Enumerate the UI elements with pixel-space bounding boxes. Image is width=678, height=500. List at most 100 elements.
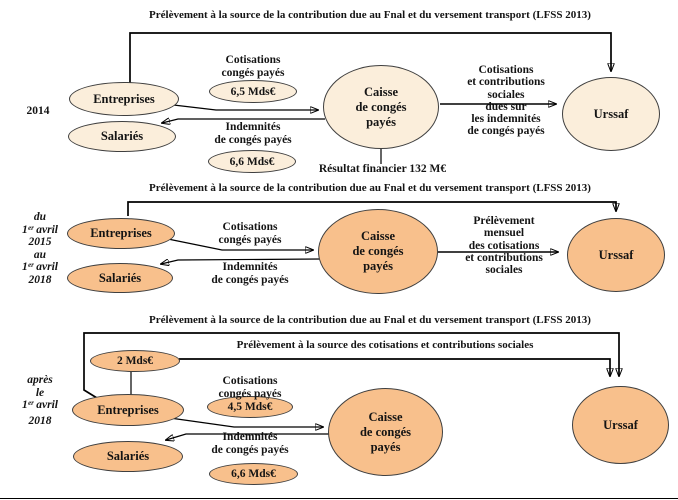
flow-label-indemnites-2018: Indemnités de congés payés	[187, 431, 313, 456]
flow-label-cotisations-2014: Cotisations congés payés	[193, 54, 313, 79]
arrow-entreprises-to-caisse-2018	[169, 417, 323, 427]
node-caisse-2018: Caisse de congés payés	[328, 388, 443, 476]
flow-label-line: congés payés	[218, 387, 282, 400]
flow-label-cotisations-2015: Cotisations congés payés	[190, 221, 310, 246]
section-title-2015: Prélèvement à la source de la contributi…	[149, 182, 591, 194]
flow-label-line: Cotisations	[222, 375, 278, 387]
arrow-entreprises-to-caisse-2014	[164, 103, 318, 110]
flow-label-line: des cotisations	[468, 239, 540, 252]
section-title-2014: Prélèvement à la source de la contributi…	[149, 9, 591, 21]
amount-label: 6,6 Mds€	[231, 468, 276, 480]
node-urssaf-2015: Urssaf	[567, 218, 665, 292]
amount-cotisations-2018: 4,5 Mds€	[207, 396, 293, 418]
node-label: payés	[370, 439, 401, 454]
flow-label-line: Indemnités	[225, 121, 281, 133]
arrow-caisse-to-salaries-2018	[166, 433, 332, 440]
node-caisse-2014: Caisse de congés payés	[323, 65, 439, 149]
flow-label-indemnites-2014: Indemnités de congés payés	[193, 121, 313, 146]
flow-label-line: mensuel	[483, 227, 525, 240]
amount-label: 6,5 Mds€	[230, 85, 276, 98]
period-line: 1ᵉʳ avril	[22, 399, 58, 412]
node-label: Entreprises	[97, 402, 159, 417]
period-line: 1ᵉʳ avril	[22, 261, 58, 274]
period-line: au	[33, 248, 47, 261]
arrow-2mds-to-urssaf-2018	[179, 358, 610, 376]
node-label: de congés	[352, 244, 404, 258]
flow-label-line: les indemnités	[471, 113, 541, 126]
amount-label: 2 Mds€	[116, 355, 154, 367]
arrow-entreprises-to-urssaf-fnal-2014	[129, 32, 611, 85]
period-line: 2015	[28, 236, 52, 249]
flow-label-line: de congés payés	[214, 133, 292, 146]
node-salaries-2014: Salariés	[68, 121, 176, 152]
node-label: Caisse	[368, 409, 403, 424]
flow-label-line: dues sur	[485, 100, 527, 113]
node-urssaf-2014: Urssaf	[562, 77, 660, 151]
period-line: 2018	[28, 414, 52, 427]
flow-label-line: Cotisations	[225, 54, 281, 66]
flow-label-line: congés payés	[218, 233, 282, 246]
node-entreprises-2018: Entreprises	[72, 394, 184, 426]
flow-label-line: Indemnités	[222, 261, 278, 273]
flow-label-line: Prélèvement	[473, 215, 535, 227]
node-entreprises-2014: Entreprises	[69, 82, 179, 116]
period-line: 1ᵉʳ avril	[22, 223, 58, 236]
flow-label-indemnites-2015: Indemnités de congés payés	[190, 261, 310, 286]
amount-indemnites-2018: 6,6 Mds€	[209, 463, 298, 485]
arrow-caisse-to-salaries-2014	[162, 119, 325, 123]
period-line: après	[27, 374, 53, 386]
flow-label-to-urssaf-2014: Cotisations et contributions sociales du…	[445, 64, 567, 138]
flow-label-line: congés payés	[221, 66, 285, 79]
amount-label: 4,5 Mds€	[227, 401, 273, 413]
flow-label-line: de congés payés	[211, 443, 289, 456]
flow-label-line: de congés payés	[467, 125, 545, 138]
flow-label-to-urssaf-2015: Prélèvement mensuel des cotisations et c…	[443, 215, 565, 276]
flow-label-line: et contributions	[465, 251, 543, 264]
flow-label-line: Cotisations	[478, 64, 534, 76]
node-label: Urssaf	[603, 417, 638, 432]
node-label: de congés	[355, 99, 407, 114]
node-label: Caisse	[363, 84, 399, 99]
node-label: payés	[363, 259, 393, 273]
period-line: 2018	[28, 273, 52, 286]
flow-label-line: de congés payés	[211, 273, 289, 286]
node-label: Salariés	[98, 270, 142, 285]
flow-label-line: sociales	[485, 264, 523, 277]
node-label: Urssaf	[593, 106, 629, 121]
arrow-caisse-to-salaries-2015	[161, 258, 321, 264]
arrow-entreprises-to-urssaf-fnal-2015	[127, 201, 616, 216]
amount-label: 6,6 Mds€	[229, 155, 275, 168]
flow-label-line: Indemnités	[222, 431, 278, 443]
resultat-financier-label: Résultat financier 132 M€	[318, 163, 447, 175]
period-label-2014: 2014	[26, 105, 50, 117]
node-label: de congés	[359, 424, 412, 439]
period-label-apres-2018: après le 1ᵉʳ avril 2018	[5, 374, 75, 427]
node-label: Salariés	[106, 449, 150, 463]
flow-label-line: Cotisations	[222, 221, 278, 233]
amount-cotisations-2014: 6,5 Mds€	[209, 80, 297, 103]
node-label: Salariés	[100, 129, 144, 143]
amount-indemnites-2014: 6,6 Mds€	[208, 150, 296, 173]
flow-label-cotisations-2018: Cotisations congés payés	[190, 375, 310, 400]
section-title-2018: Prélèvement à la source de la contributi…	[149, 314, 591, 326]
period-line: du	[33, 211, 47, 223]
node-entreprises-2015: Entreprises	[67, 218, 175, 249]
node-urssaf-2018: Urssaf	[572, 386, 669, 464]
arrow-entreprises-to-urssaf-fnal-2018	[83, 332, 619, 399]
arrow-entreprises-to-caisse-2015	[162, 237, 313, 250]
amount-direct-2018: 2 Mds€	[90, 350, 180, 372]
flow-label-line: sociales	[487, 88, 525, 101]
node-caisse-2015: Caisse de congés payés	[318, 209, 438, 294]
node-salaries-2015: Salariés	[67, 263, 173, 293]
flow-label-line: et contributions	[467, 76, 545, 89]
bottom-border-line	[0, 498, 678, 499]
node-salaries-2018: Salariés	[73, 441, 183, 472]
period-line: le	[35, 386, 45, 399]
node-label: Urssaf	[598, 247, 634, 262]
node-label: Caisse	[360, 229, 396, 243]
node-label: Entreprises	[90, 226, 152, 240]
period-label-2015-2018: du 1ᵉʳ avril 2015 au 1ᵉʳ avril 2018	[5, 211, 75, 287]
node-label: payés	[366, 114, 396, 129]
